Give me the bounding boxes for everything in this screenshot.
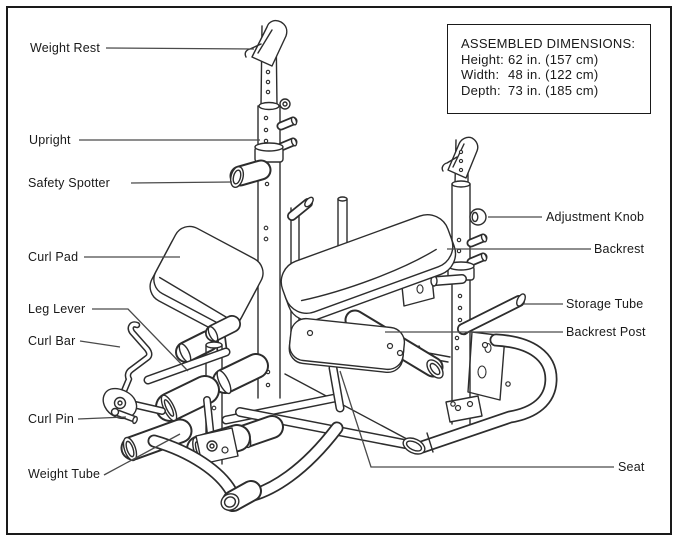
rear-leg bbox=[402, 333, 558, 455]
dimension-label: Height: bbox=[461, 51, 504, 67]
curl-pad-assembly bbox=[149, 225, 264, 356]
part-label-curl-pad: Curl Pad bbox=[28, 250, 79, 264]
part-label-weight-tube: Weight Tube bbox=[28, 467, 101, 481]
weight-rest-right bbox=[441, 136, 479, 179]
curl-pad-part bbox=[149, 225, 264, 334]
left-upright bbox=[229, 19, 298, 399]
dimension-value: 48 in. (122 cm) bbox=[508, 67, 599, 82]
leader-curl-pin bbox=[77, 416, 127, 420]
part-label-upright: Upright bbox=[29, 133, 71, 147]
bolts bbox=[306, 329, 511, 407]
part-label-curl-pin: Curl Pin bbox=[28, 412, 75, 426]
leader-weight-tube bbox=[103, 433, 181, 476]
part-label-backrest-post: Backrest Post bbox=[566, 325, 646, 339]
part-label-leg-lever: Leg Lever bbox=[28, 302, 86, 316]
right-upright bbox=[430, 136, 526, 425]
dimension-row-depth: Depth: 73 in. (185 cm) bbox=[461, 83, 650, 99]
dimension-value: 62 in. (157 cm) bbox=[508, 51, 599, 67]
dimension-label: Depth: bbox=[461, 82, 501, 98]
part-label-safety-spotter: Safety Spotter bbox=[28, 176, 111, 190]
weight-rest-left bbox=[244, 19, 288, 67]
curl-bar-part bbox=[120, 321, 153, 395]
dimension-row-height: Height: 62 in. (157 cm) bbox=[461, 52, 650, 68]
dimension-row-width: Width: 48 in. (122 cm) bbox=[461, 67, 650, 83]
safety-spotter-part bbox=[229, 159, 272, 188]
leg-lever-assembly bbox=[102, 315, 284, 465]
backrest-pad bbox=[280, 214, 457, 322]
leader-lines bbox=[77, 47, 614, 476]
dimension-value: 73 in. (185 cm) bbox=[508, 82, 599, 98]
leader-weight-rest bbox=[105, 47, 255, 50]
leader-safety-spotter bbox=[130, 181, 233, 184]
part-label-adjustment-knob: Adjustment Knob bbox=[546, 210, 645, 224]
front-leg bbox=[147, 421, 344, 512]
part-label-backrest: Backrest bbox=[594, 242, 645, 256]
curl-pin-part bbox=[110, 407, 138, 425]
leader-leg-lever bbox=[92, 308, 189, 372]
part-label-seat: Seat bbox=[618, 460, 645, 474]
part-label-storage-tube: Storage Tube bbox=[566, 297, 644, 311]
assembled-dimensions-box: ASSEMBLED DIMENSIONS: Height: 62 in. (15… bbox=[447, 24, 651, 114]
dimension-label: Width: bbox=[461, 67, 500, 82]
dimensions-title: ASSEMBLED DIMENSIONS: bbox=[461, 36, 636, 51]
part-label-curl-bar: Curl Bar bbox=[28, 334, 76, 348]
leader-seat bbox=[339, 370, 614, 468]
seat-pad bbox=[288, 317, 406, 374]
adjustment-knob-part bbox=[469, 208, 487, 226]
part-label-weight-rest: Weight Rest bbox=[30, 41, 101, 55]
leader-curl-bar bbox=[79, 340, 121, 348]
